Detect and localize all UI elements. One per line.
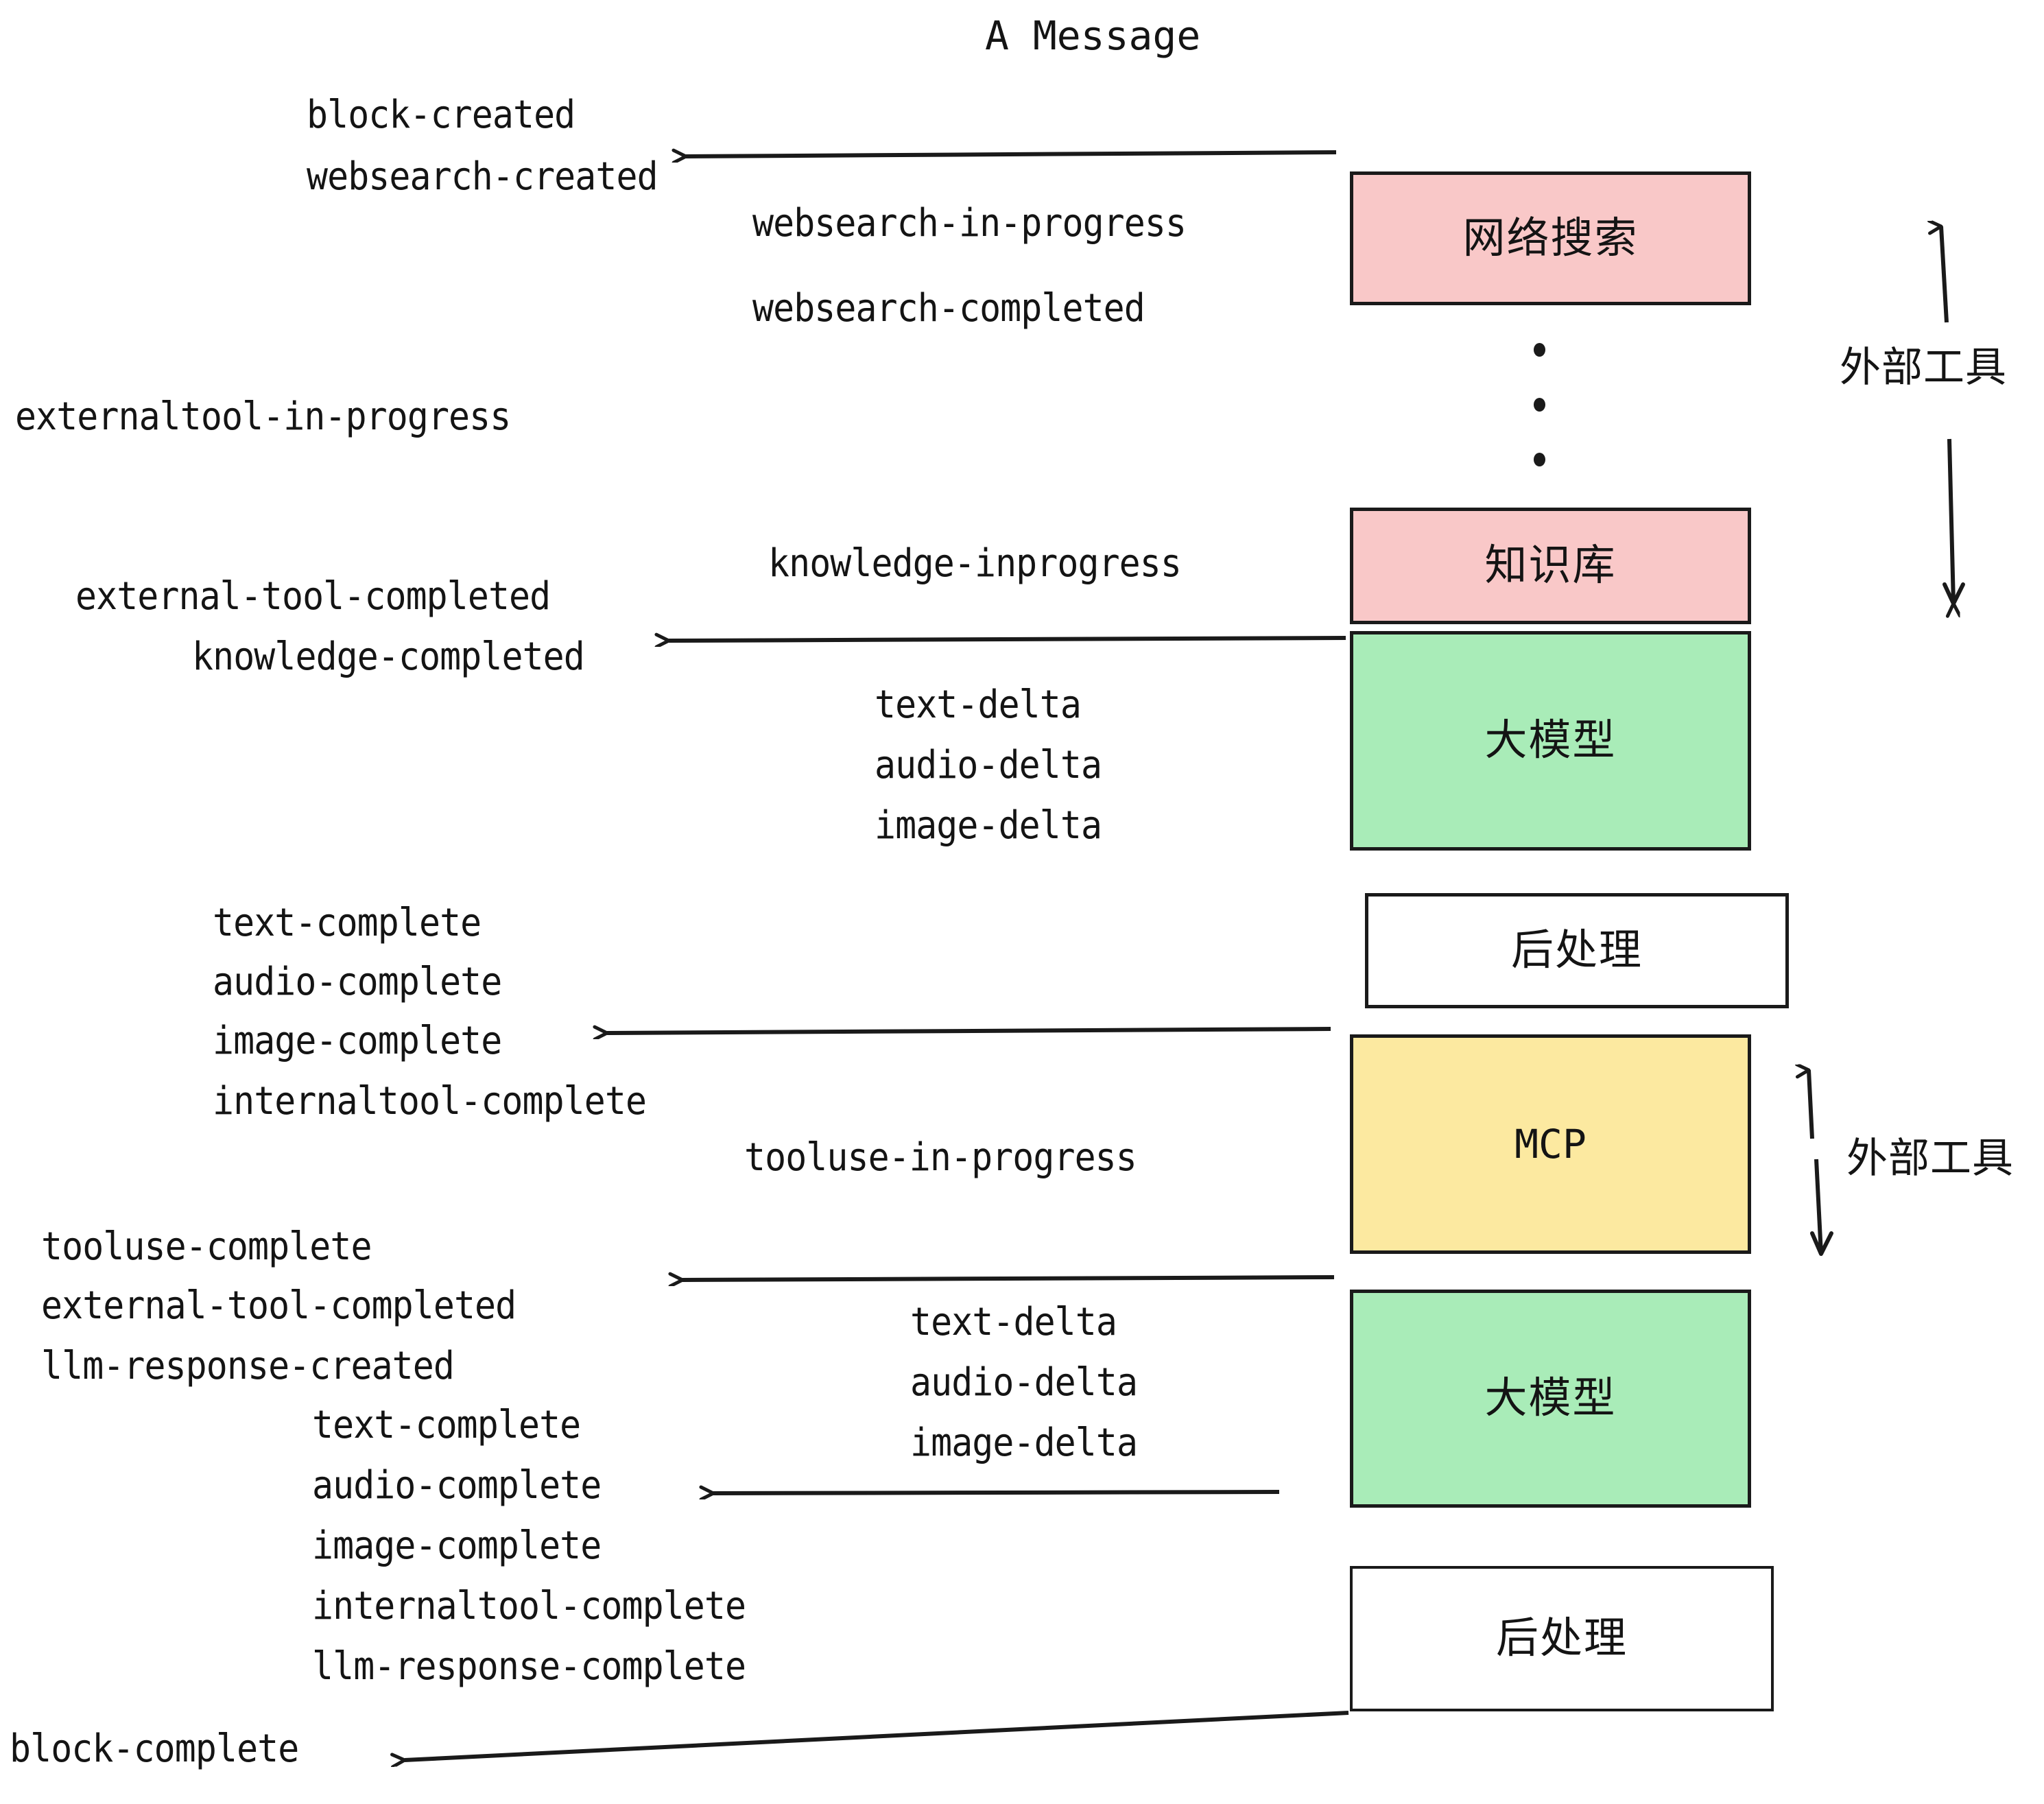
arrowhead-external-tools-top-down	[1942, 582, 1965, 606]
arrow-external-tools-top-up	[1941, 226, 1949, 323]
event-label-audio-complete-1: audio-complete	[213, 960, 502, 1004]
event-label-knowledge-completed: knowledge-completed	[192, 634, 585, 679]
arrow-external-tools-bottom-up	[1809, 1070, 1814, 1139]
event-label-llm-response-complete: llm-response-complete	[312, 1644, 746, 1689]
event-label-block-created: block-created	[307, 93, 575, 137]
event-label-audio-complete-2: audio-complete	[312, 1463, 602, 1508]
node-llm-1[interactable]: 大模型	[1350, 631, 1751, 851]
side-label-external-tools-top: 外部工具	[1840, 344, 2007, 390]
node-websearch-label: 网络搜索	[1462, 214, 1639, 262]
node-postprocess-2[interactable]: 后处理	[1350, 1566, 1774, 1711]
arrow-external-tools-bottom-down	[1814, 1159, 1823, 1255]
node-llm-2-label: 大模型	[1484, 1375, 1617, 1422]
arrow-mcp-to-tooluse-complete	[682, 1277, 1335, 1280]
ellipsis-dot-3	[1534, 453, 1545, 466]
event-label-image-complete-1: image-complete	[213, 1019, 502, 1063]
event-label-block-complete: block-complete	[10, 1726, 299, 1771]
event-label-internaltool-complete-2: internaltool-complete	[312, 1584, 746, 1628]
event-label-websearch-created: websearch-created	[307, 154, 658, 199]
arrow-websearch-to-created	[686, 152, 1337, 156]
event-label-websearch-in-progress: websearch-in-progress	[752, 201, 1187, 246]
arrow-llm2-to-audio-complete	[713, 1492, 1280, 1493]
arrow-postprocess2-to-block-complete	[405, 1711, 1349, 1760]
event-label-image-delta-2: image-delta	[910, 1421, 1138, 1465]
node-knowledge-label: 知识库	[1484, 542, 1617, 589]
event-label-text-complete-2: text-complete	[312, 1403, 581, 1447]
node-llm-2[interactable]: 大模型	[1350, 1290, 1751, 1508]
event-label-knowledge-inprogress: knowledge-inprogress	[768, 541, 1182, 586]
arrow-knowledge-to-completed	[669, 638, 1346, 641]
node-mcp[interactable]: MCP	[1350, 1034, 1751, 1254]
event-label-websearch-completed: websearch-completed	[752, 286, 1145, 331]
event-label-image-complete-2: image-complete	[312, 1523, 602, 1568]
event-label-llm-response-created: llm-response-created	[41, 1344, 455, 1388]
node-postprocess-1-label: 后处理	[1510, 927, 1643, 974]
event-label-tooluse-in-progress: tooluse-in-progress	[744, 1135, 1137, 1180]
node-postprocess-2-label: 后处理	[1495, 1615, 1628, 1662]
ellipsis-dot-1	[1534, 343, 1545, 357]
node-llm-1-label: 大模型	[1484, 717, 1617, 764]
arrow-external-tools-top-down	[1949, 438, 1953, 604]
event-label-externaltool-in-progress: externaltool-in-progress	[15, 394, 511, 439]
event-label-audio-delta-1: audio-delta	[875, 743, 1102, 787]
event-label-text-delta-1: text-delta	[875, 683, 1082, 727]
node-postprocess-1[interactable]: 后处理	[1365, 893, 1789, 1008]
event-label-tooluse-complete: tooluse-complete	[41, 1224, 372, 1269]
event-label-text-delta-2: text-delta	[910, 1300, 1117, 1344]
arrowhead-external-tools-bottom-down	[1810, 1231, 1833, 1256]
ellipsis-dot-2	[1534, 398, 1545, 412]
event-label-audio-delta-2: audio-delta	[910, 1360, 1138, 1405]
node-knowledge[interactable]: 知识库	[1350, 508, 1751, 624]
event-label-text-complete-1: text-complete	[213, 901, 482, 945]
node-mcp-label: MCP	[1514, 1121, 1587, 1167]
arrow-postprocess-to-image-complete	[607, 1029, 1331, 1033]
page-title: A Message	[985, 12, 1201, 59]
event-label-internaltool-complete-1: internaltool-complete	[213, 1079, 647, 1124]
event-label-image-delta-1: image-delta	[875, 803, 1102, 848]
node-websearch[interactable]: 网络搜索	[1350, 171, 1751, 305]
side-label-external-tools-bottom: 外部工具	[1846, 1135, 2014, 1181]
event-label-external-tool-completed-2: external-tool-completed	[41, 1283, 516, 1328]
event-label-external-tool-completed-1: external-tool-completed	[75, 574, 551, 619]
